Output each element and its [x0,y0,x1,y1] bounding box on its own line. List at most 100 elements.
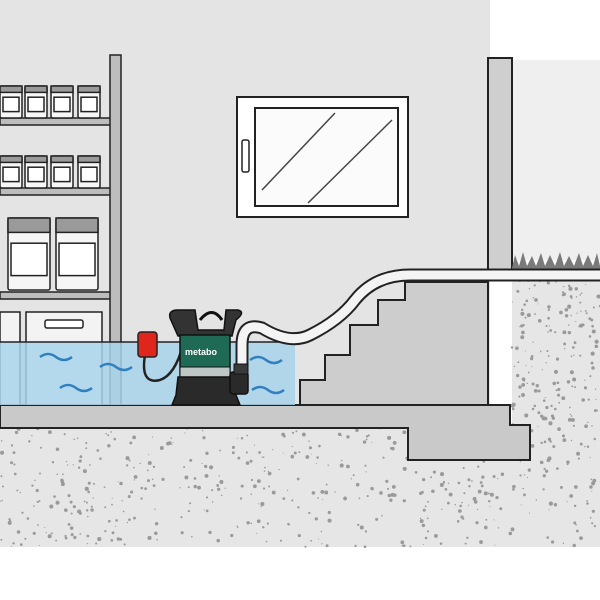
concrete-speckle [107,519,111,523]
concrete-speckle [205,451,209,455]
concrete-speckle [569,494,574,498]
concrete-speckle [24,537,27,540]
concrete-speckle [547,316,550,320]
concrete-speckle [56,473,59,476]
concrete-speckle [69,526,74,530]
concrete-speckle [422,543,424,545]
concrete-speckle [325,483,328,486]
concrete-speckle [146,469,149,472]
concrete-speckle [480,484,484,488]
concrete-speckle [272,449,274,451]
concrete-speckle [590,478,593,481]
concrete-speckle [596,294,600,299]
concrete-speckle [566,460,570,464]
concrete-speckle [573,354,575,356]
concrete-speckle [60,480,65,484]
concrete-speckle [85,447,88,450]
concrete-speckle [184,432,186,434]
concrete-speckle [256,532,258,535]
concrete-speckle [281,432,286,437]
concrete-speckle [260,506,262,508]
concrete-speckle [318,538,320,540]
concrete-speckle [591,509,595,513]
concrete-speckle [392,441,397,445]
concrete-speckle [593,437,597,441]
concrete-speckle [107,434,110,437]
concrete-speckle [184,475,189,480]
concrete-speckle [510,403,515,408]
concrete-speckle [583,386,588,390]
concrete-speckle [240,484,244,488]
concrete-speckle [460,515,464,519]
concrete-speckle [296,477,300,481]
concrete-speckle [533,388,538,393]
concrete-speckle [555,281,557,283]
concrete-speckle [301,432,306,437]
concrete-speckle [444,487,448,491]
concrete-speckle [525,299,529,303]
concrete-speckle [570,418,575,422]
concrete-speckle [211,501,214,503]
concrete-speckle [38,500,41,502]
concrete-speckle [359,525,364,530]
concrete-speckle [103,486,106,489]
concrete-speckle [544,469,549,473]
concrete-speckle [304,545,307,548]
concrete-speckle [308,446,312,450]
concrete-speckle [591,329,596,334]
concrete-speckle [13,472,17,476]
concrete-speckle [202,429,204,432]
concrete-speckle [532,297,535,299]
concrete-speckle [548,509,550,511]
concrete-speckle [340,459,343,462]
concrete-speckle [537,426,539,428]
concrete-speckle [575,321,577,323]
concrete-speckle [520,308,524,312]
concrete-speckle [591,425,593,427]
concrete-speckle [544,397,546,399]
concrete-speckle [426,530,429,533]
concrete-speckle [144,487,148,491]
concrete-speckle [545,325,548,328]
window-handle-icon [241,139,250,173]
concrete-speckle [119,481,123,486]
concrete-speckle [31,484,34,487]
concrete-speckle [87,481,91,485]
concrete-speckle [156,538,158,541]
concrete-speckle [87,490,90,494]
concrete-speckle [552,381,556,386]
concrete-speckle [127,494,131,499]
concrete-speckle [421,477,426,482]
concrete-speckle [327,510,331,515]
concrete-speckle [526,476,528,479]
concrete-speckle [524,413,529,418]
concrete-speckle [521,393,525,397]
concrete-speckle [535,384,539,388]
concrete-speckle [420,519,422,522]
concrete-speckle [494,544,496,546]
concrete-speckle [246,434,249,437]
concrete-speckle [385,479,389,483]
concrete-speckle [140,486,144,490]
concrete-speckle [38,545,40,547]
concrete-speckle [237,456,241,460]
concrete-speckle [133,466,135,469]
concrete-speckle [325,544,329,548]
concrete-speckle [121,499,123,502]
window [236,96,409,218]
concrete-speckle [579,354,582,357]
concrete-speckle [246,521,250,525]
concrete-speckle [516,373,520,378]
concrete-speckle [590,361,594,365]
concrete-speckle [547,305,551,309]
concrete-speckle [387,435,392,440]
concrete-speckle [179,487,181,489]
concrete-speckle [151,436,154,438]
concrete-speckle [318,444,321,448]
concrete-speckle [589,485,593,489]
concrete-speckle [286,489,289,492]
concrete-speckle [515,346,519,350]
concrete-speckle [152,465,156,469]
concrete-speckle [402,466,407,471]
